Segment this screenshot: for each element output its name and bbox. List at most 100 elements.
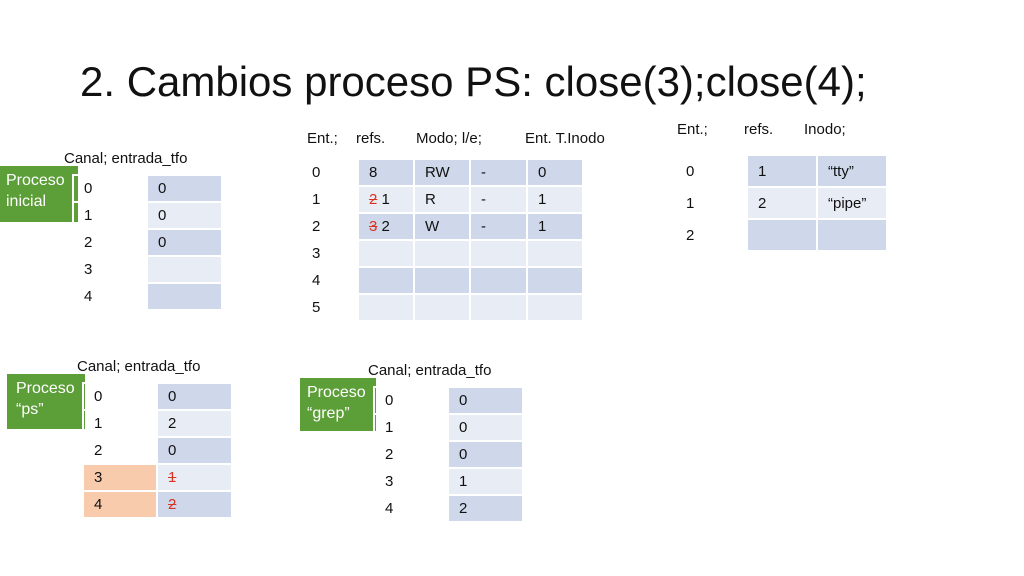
channel-index: 4 bbox=[373, 494, 449, 523]
tfo-mode bbox=[413, 239, 471, 268]
tfo-entry-value: 2 bbox=[156, 409, 233, 438]
tfo-mode bbox=[413, 293, 471, 322]
tfo-refs bbox=[357, 293, 415, 322]
channel-index: 3 bbox=[82, 463, 158, 492]
inodos-header-inodo: Inodo; bbox=[804, 121, 846, 138]
tfo-le bbox=[469, 293, 528, 322]
tfo-index: 2 bbox=[300, 212, 359, 241]
channel-index: 2 bbox=[82, 436, 158, 465]
tfo-entry-value bbox=[146, 255, 223, 284]
inodo-name: “tty” bbox=[816, 154, 888, 188]
tfo-le: - bbox=[469, 158, 528, 187]
proc-initial-header: Canal; entrada_tfo bbox=[64, 150, 188, 167]
channel-index: 3 bbox=[72, 255, 148, 284]
tfo-refs bbox=[357, 239, 415, 268]
tfo-entry-value: 0 bbox=[447, 386, 524, 415]
tfo-refs bbox=[357, 266, 415, 295]
tfo-header-inodo: Ent. T.Inodo bbox=[525, 130, 605, 147]
tfo-entry-value: 2 bbox=[447, 494, 524, 523]
tfo-le: - bbox=[469, 185, 528, 214]
channel-index: 1 bbox=[72, 201, 148, 230]
tfo-entry-value: 2 bbox=[156, 490, 233, 519]
inodo-refs: 1 bbox=[746, 154, 818, 188]
table-row: 5 bbox=[300, 293, 584, 322]
tfo-inodo-entry: 1 bbox=[526, 185, 584, 214]
tfo-entry-value: 0 bbox=[156, 382, 233, 411]
tfo-index: 0 bbox=[300, 158, 359, 187]
tfo-index: 1 bbox=[300, 185, 359, 214]
tfo-refs: 3 2 bbox=[357, 212, 415, 241]
struck-refs: 2 bbox=[369, 191, 378, 208]
struck-value: 2 bbox=[168, 496, 177, 513]
channel-index: 1 bbox=[82, 409, 158, 438]
tfo-entry-value: 0 bbox=[146, 174, 223, 203]
inodo-refs bbox=[746, 218, 818, 252]
tfo-inodo-entry bbox=[526, 266, 584, 295]
tfo-index: 3 bbox=[300, 239, 359, 268]
tfo-entry-value: 1 bbox=[447, 467, 524, 496]
tfo-entry-value: 0 bbox=[146, 201, 223, 230]
table-row: 4 bbox=[72, 282, 223, 311]
tfo-entry-value: 0 bbox=[156, 436, 233, 465]
channel-index: 3 bbox=[373, 467, 449, 496]
inodo-refs: 2 bbox=[746, 186, 818, 220]
proc-ps-badge: Proceso “ps” bbox=[7, 374, 85, 429]
inodo-index: 2 bbox=[674, 218, 748, 252]
tfo-entry-value bbox=[146, 282, 223, 311]
tfo-mode: RW bbox=[413, 158, 471, 187]
proc-initial-badge: Proceso inicial bbox=[0, 166, 78, 222]
inodos-header-refs: refs. bbox=[744, 121, 774, 138]
channel-index: 0 bbox=[72, 174, 148, 203]
proc-grep-badge: Proceso “grep” bbox=[300, 378, 376, 431]
channel-index: 1 bbox=[373, 413, 449, 442]
tfo-entry-value: 0 bbox=[447, 413, 524, 442]
channel-index: 0 bbox=[373, 386, 449, 415]
tfo-entry-value: 0 bbox=[447, 440, 524, 469]
table-row: 3 bbox=[300, 239, 584, 268]
tfo-refs: 8 bbox=[357, 158, 415, 187]
channel-index: 2 bbox=[373, 440, 449, 469]
slide-title: 2. Cambios proceso PS: close(3);close(4)… bbox=[80, 58, 867, 105]
tfo-le bbox=[469, 239, 528, 268]
struck-value: 1 bbox=[168, 469, 177, 486]
tfo-header-ent: Ent.; bbox=[307, 130, 338, 147]
table-row: 3 bbox=[72, 255, 223, 284]
tfo-entry-value: 0 bbox=[146, 228, 223, 257]
struck-refs: 3 bbox=[369, 218, 378, 235]
tfo-le bbox=[469, 266, 528, 295]
tfo-inodo-entry: 1 bbox=[526, 212, 584, 241]
tfo-header-refs: refs. bbox=[356, 130, 386, 147]
tfo-inodo-entry bbox=[526, 239, 584, 268]
inodo-name bbox=[816, 218, 888, 252]
inodos-header-ent: Ent.; bbox=[677, 121, 708, 138]
tfo-mode bbox=[413, 266, 471, 295]
table-row: 4 bbox=[300, 266, 584, 295]
tfo-refs: 2 1 bbox=[357, 185, 415, 214]
tfo-mode: W bbox=[413, 212, 471, 241]
tfo-entry-value: 1 bbox=[156, 463, 233, 492]
proc-ps-header: Canal; entrada_tfo bbox=[77, 358, 201, 375]
tfo-index: 5 bbox=[300, 293, 359, 322]
proc-grep-header: Canal; entrada_tfo bbox=[368, 362, 492, 379]
